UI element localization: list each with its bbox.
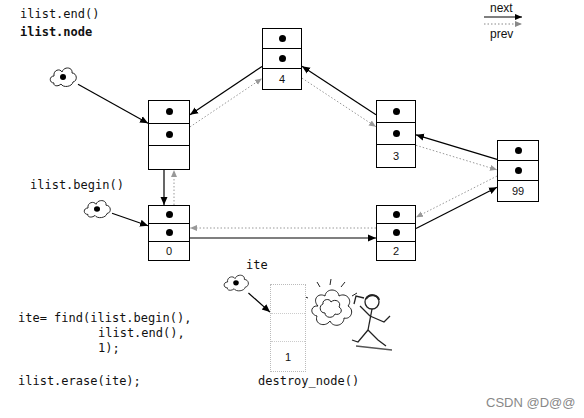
node-cell [263, 29, 301, 49]
next-link [302, 66, 376, 115]
list-node: 2 [376, 205, 416, 261]
node-cell [377, 206, 415, 224]
prev-link [174, 170, 175, 205]
node-cell: 1 [271, 342, 305, 371]
cloud-shape [224, 275, 248, 291]
next-link [190, 237, 376, 238]
cloud-outline [82, 196, 112, 220]
pointer-arrow [248, 293, 270, 312]
prev-link [416, 176, 497, 217]
pointer-dot [393, 130, 400, 137]
legend-next-sample [484, 16, 522, 17]
node-cell: 0 [149, 242, 189, 260]
node-value: 0 [149, 245, 189, 257]
prev-link [416, 145, 497, 170]
code-text: ite= find(ilist.begin(), ilist.end(), 1)… [18, 311, 198, 356]
next-link [416, 187, 497, 228]
code-text: ilist.erase(ite); [18, 374, 141, 388]
node-cell [271, 285, 305, 314]
pointer-dot [60, 74, 66, 80]
node-cell [149, 206, 189, 224]
pointer-name: ilist.begin() [30, 178, 124, 192]
prev-link [302, 78, 376, 127]
node-cell: 4 [263, 69, 301, 89]
pointer-dot [515, 147, 522, 154]
legend-text: next [490, 1, 513, 15]
pointer-arrow [112, 213, 148, 226]
pointer-dot [279, 55, 286, 62]
node-cell [377, 123, 415, 145]
cloud-outline [222, 271, 250, 293]
pointer-name: ilist.node [20, 25, 92, 39]
node-cell [377, 224, 415, 242]
cloud-shape [50, 68, 76, 86]
node-value: 4 [263, 73, 301, 85]
pointer-dot [94, 206, 100, 212]
cloud-outline [48, 63, 78, 89]
function-name: destroy_node() [258, 374, 359, 388]
legend-prev-sample [484, 24, 522, 25]
node-cell [149, 224, 189, 242]
pointer-arrow [78, 84, 148, 123]
pointer-dot [166, 211, 173, 218]
list-node: 4 [262, 28, 302, 90]
pointer-name: ite [246, 258, 268, 272]
node-cell [377, 101, 415, 123]
pointer-dot [166, 131, 173, 138]
pointer-dot [393, 108, 400, 115]
node-value: 99 [498, 185, 538, 197]
destroyed-list-node: 1 [270, 284, 306, 372]
legend-text: prev [490, 27, 513, 41]
list-node: 0 [148, 205, 190, 261]
pointer-dot [166, 229, 173, 236]
node-cell: 3 [377, 145, 415, 167]
node-value: 2 [377, 245, 415, 257]
node-value: 3 [377, 150, 415, 162]
node-cell [498, 141, 538, 161]
node-cell [149, 101, 189, 124]
node-cell [149, 146, 189, 169]
list-node: 3 [376, 100, 416, 168]
pointer-dot [233, 280, 239, 285]
pointer-cloud: ilist.begin() [82, 196, 112, 220]
explosion-burst [301, 279, 357, 325]
pointer-cloud: ilist.end()ilist.node [48, 63, 78, 89]
node-cell: 2 [377, 242, 415, 260]
list-node [148, 100, 190, 170]
pointer-dot [393, 229, 400, 236]
pointer-cloud: ite [222, 271, 250, 293]
person-figure [352, 295, 392, 350]
next-link [163, 170, 164, 205]
list-node: 99 [497, 140, 539, 202]
node-cell [498, 161, 538, 181]
pointer-dot [279, 35, 286, 42]
pointer-dot [393, 211, 400, 218]
pointer-dot [166, 108, 173, 115]
pointer-name: ilist.end() [20, 7, 99, 21]
next-link [190, 66, 262, 114]
node-cell [271, 314, 305, 343]
cloud-shape [84, 201, 110, 218]
node-value: 1 [271, 351, 305, 363]
node-cell [149, 124, 189, 147]
prev-link [190, 78, 262, 126]
next-link [416, 135, 497, 160]
pointer-dot [515, 167, 522, 174]
prev-link [190, 228, 376, 229]
watermark: CSDN @D@@ [486, 395, 575, 410]
node-cell [263, 49, 301, 69]
node-cell: 99 [498, 181, 538, 201]
